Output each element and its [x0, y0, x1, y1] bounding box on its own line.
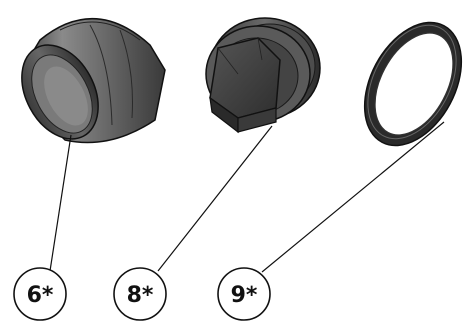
part-8-hex-plug [205, 17, 321, 134]
part-label-6: 6* [27, 283, 54, 308]
label-bubble-6: 6* [13, 267, 67, 321]
callout-line-8 [157, 125, 273, 272]
part-6-sleeve [21, 18, 166, 144]
callout-line-6 [49, 134, 72, 272]
part-label-9: 9* [231, 283, 258, 308]
callout-line-9 [261, 121, 445, 273]
label-bubble-9: 9* [217, 267, 271, 321]
part-label-8: 8* [127, 283, 154, 308]
label-bubble-8: 8* [113, 267, 167, 321]
part-9-sealing-ring [363, 21, 463, 147]
